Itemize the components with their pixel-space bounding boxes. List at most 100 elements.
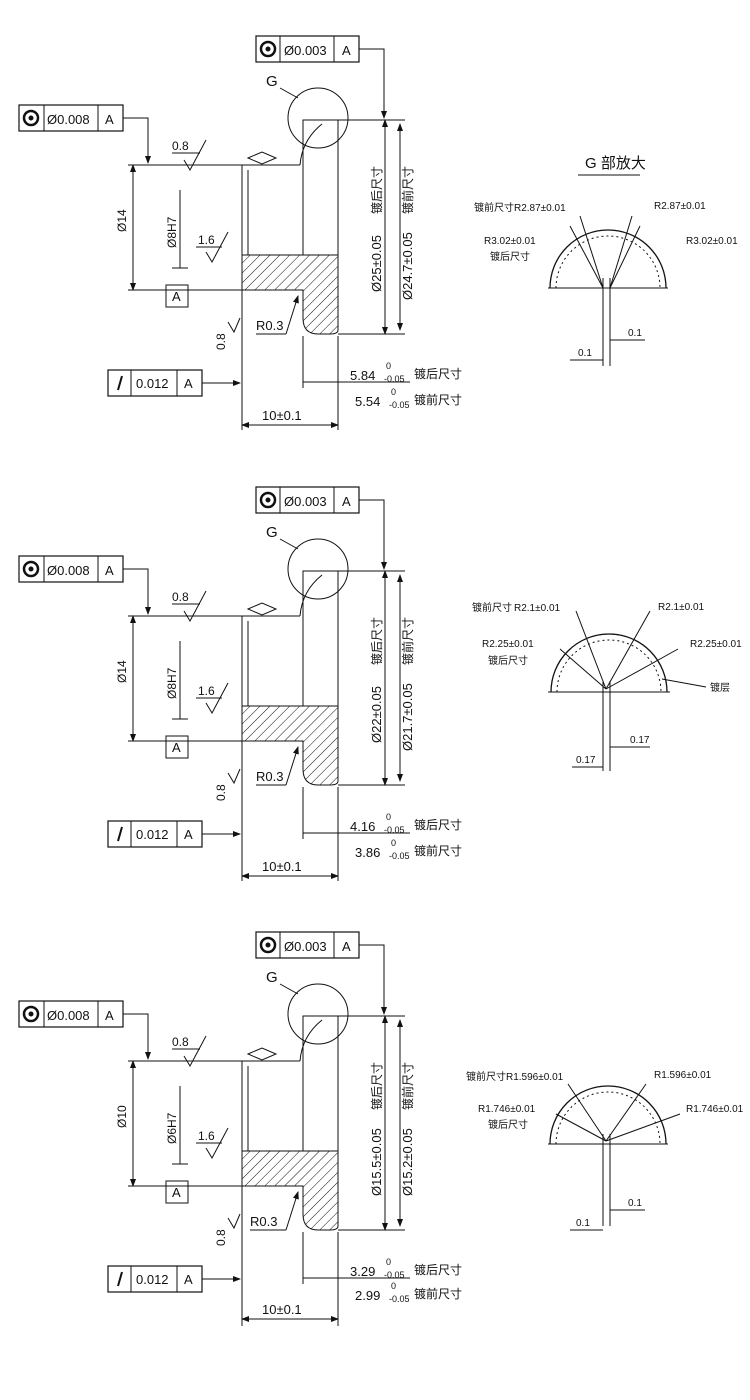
fcf-concentric-top: Ø0.003 A: [255, 486, 360, 514]
detail-circle: [287, 983, 349, 1045]
svg-text:0.1: 0.1: [628, 328, 642, 339]
svg-text:0: 0: [386, 361, 391, 371]
svg-text:镀后尺寸: 镀后尺寸: [414, 1263, 462, 1277]
svg-text:镀前尺寸: 镀前尺寸: [474, 201, 514, 214]
svg-text:镀后尺寸: 镀后尺寸: [488, 1118, 528, 1131]
label-after: 镀后尺寸: [370, 166, 384, 214]
svg-text:A: A: [172, 740, 181, 755]
fcf-runout: 0.012 A: [107, 369, 203, 397]
concentricity-icon: [22, 109, 40, 127]
svg-text:R2.25±0.01: R2.25±0.01: [690, 639, 742, 650]
fcf-runout: 0.012 A: [107, 1265, 203, 1293]
roughness-symbol-mid: 1.6: [196, 231, 229, 264]
svg-text:镀后尺寸: 镀后尺寸: [414, 818, 462, 832]
svg-text:A: A: [342, 939, 351, 954]
svg-text:0.8: 0.8: [172, 590, 189, 604]
drawing-panel-1: Ø0.003 A G Ø0.008 A 0.8: [18, 35, 738, 430]
runout-icon: [117, 826, 123, 842]
svg-text:0: 0: [386, 812, 391, 822]
svg-text:1.6: 1.6: [198, 684, 215, 698]
svg-text:R1.746±0.01: R1.746±0.01: [686, 1104, 744, 1115]
fcf-concentric-left: Ø0.008 A: [18, 555, 124, 583]
roughness-symbol-top: 0.8: [172, 1035, 207, 1068]
svg-text:R3.02±0.01: R3.02±0.01: [686, 236, 738, 247]
part-section: [128, 1015, 339, 1326]
svg-text:镀前尺寸: 镀前尺寸: [414, 392, 462, 407]
svg-text:4.16: 4.16: [350, 819, 375, 834]
fcf-left-tol: Ø0.008: [47, 112, 90, 127]
part-section: [128, 570, 339, 881]
svg-text:-0.05: -0.05: [389, 400, 410, 410]
svg-text:镀后尺寸: 镀后尺寸: [370, 1062, 384, 1110]
part-section: [128, 119, 339, 430]
svg-text:10±0.1: 10±0.1: [262, 859, 302, 874]
roughness-symbol-low: 0.8: [214, 317, 241, 350]
runout-icon: [117, 1271, 123, 1287]
svg-text:R1.596±0.01: R1.596±0.01: [654, 1070, 712, 1081]
concentricity-icon: [22, 560, 40, 578]
fcf-top-datum: A: [342, 43, 351, 58]
svg-text:Ø15.5±0.05: Ø15.5±0.05: [369, 1128, 384, 1196]
fcf-concentric-top: Ø0.003 A: [255, 931, 360, 959]
svg-text:Ø10: Ø10: [115, 1105, 129, 1128]
svg-text:0.1: 0.1: [628, 1198, 642, 1209]
dim-bore: Ø8H7: [165, 216, 179, 248]
svg-text:Ø21.7±0.05: Ø21.7±0.05: [400, 683, 415, 751]
svg-text:Ø8H7: Ø8H7: [165, 667, 179, 699]
svg-text:Ø22±0.05: Ø22±0.05: [369, 686, 384, 743]
width-before: 5.54: [355, 394, 380, 409]
svg-text:镀后尺寸: 镀后尺寸: [488, 654, 528, 667]
concentricity-icon: [22, 1005, 40, 1023]
svg-text:0.1: 0.1: [576, 1218, 590, 1229]
svg-text:0.17: 0.17: [576, 755, 596, 766]
svg-text:Ø6H7: Ø6H7: [165, 1112, 179, 1144]
svg-text:R0.3: R0.3: [256, 769, 283, 784]
svg-text:A: A: [172, 1185, 181, 1200]
svg-text:0.17: 0.17: [630, 735, 650, 746]
fcf-concentric-left: Ø0.008 A: [18, 104, 124, 132]
detail-view-1: G 部放大 镀前尺寸 R2.87±0.01 R2.87±0.01 R3.02±0…: [474, 155, 738, 366]
svg-text:0.8: 0.8: [172, 1035, 189, 1049]
dim-length: 10±0.1: [262, 408, 302, 423]
svg-text:A: A: [184, 376, 193, 391]
svg-text:G: G: [266, 969, 278, 986]
svg-text:10±0.1: 10±0.1: [262, 1302, 302, 1317]
fcf-concentric-top: Ø0.003 A: [255, 35, 360, 63]
concentricity-icon: [259, 936, 277, 954]
detail-title: G 部放大: [585, 155, 646, 172]
width-after: 5.84: [350, 368, 375, 383]
fcf-left-datum: A: [105, 112, 114, 127]
svg-text:1.6: 1.6: [198, 1129, 215, 1143]
roughness-symbol-low: 0.8: [214, 768, 241, 801]
svg-text:0: 0: [391, 838, 396, 848]
svg-text:镀前尺寸: 镀前尺寸: [400, 1062, 415, 1110]
svg-text:A: A: [184, 1272, 193, 1287]
datum-label: A: [172, 289, 181, 304]
svg-text:0.1: 0.1: [578, 348, 592, 359]
svg-text:-0.05: -0.05: [384, 374, 405, 384]
fillet-label: R0.3: [256, 318, 283, 333]
svg-text:R1.596±0.01: R1.596±0.01: [506, 1072, 564, 1083]
svg-text:-0.05: -0.05: [384, 825, 405, 835]
detail-view-2: 镀前尺寸 R2.1±0.01 R2.1±0.01 R2.25±0.01 镀后尺寸…: [472, 601, 742, 771]
svg-text:0.012: 0.012: [136, 376, 169, 391]
svg-text:0.8: 0.8: [214, 784, 228, 801]
svg-text:Ø0.003: Ø0.003: [284, 939, 327, 954]
roughness-symbol-mid: 1.6: [196, 682, 229, 715]
detail-circle: [287, 87, 349, 149]
svg-text:A: A: [184, 827, 193, 842]
svg-text:镀后尺寸: 镀后尺寸: [370, 617, 384, 665]
svg-text:R2.1±0.01: R2.1±0.01: [658, 602, 705, 613]
svg-text:-0.05: -0.05: [389, 851, 410, 861]
svg-text:3.86: 3.86: [355, 845, 380, 860]
concentricity-icon: [259, 40, 277, 58]
drawing-panel-3: Ø0.003 A G Ø0.008 A 0.8: [18, 931, 744, 1326]
fcf-concentric-left: Ø0.008 A: [18, 1000, 124, 1028]
drawing-panel-2: Ø0.003 A G Ø0.008 A 0.8: [18, 486, 742, 881]
svg-text:R1.746±0.01: R1.746±0.01: [478, 1104, 536, 1115]
svg-text:0.8: 0.8: [214, 1229, 228, 1246]
svg-text:镀前尺寸: 镀前尺寸: [472, 601, 512, 614]
concentricity-icon: [259, 491, 277, 509]
svg-text:R0.3: R0.3: [250, 1214, 277, 1229]
